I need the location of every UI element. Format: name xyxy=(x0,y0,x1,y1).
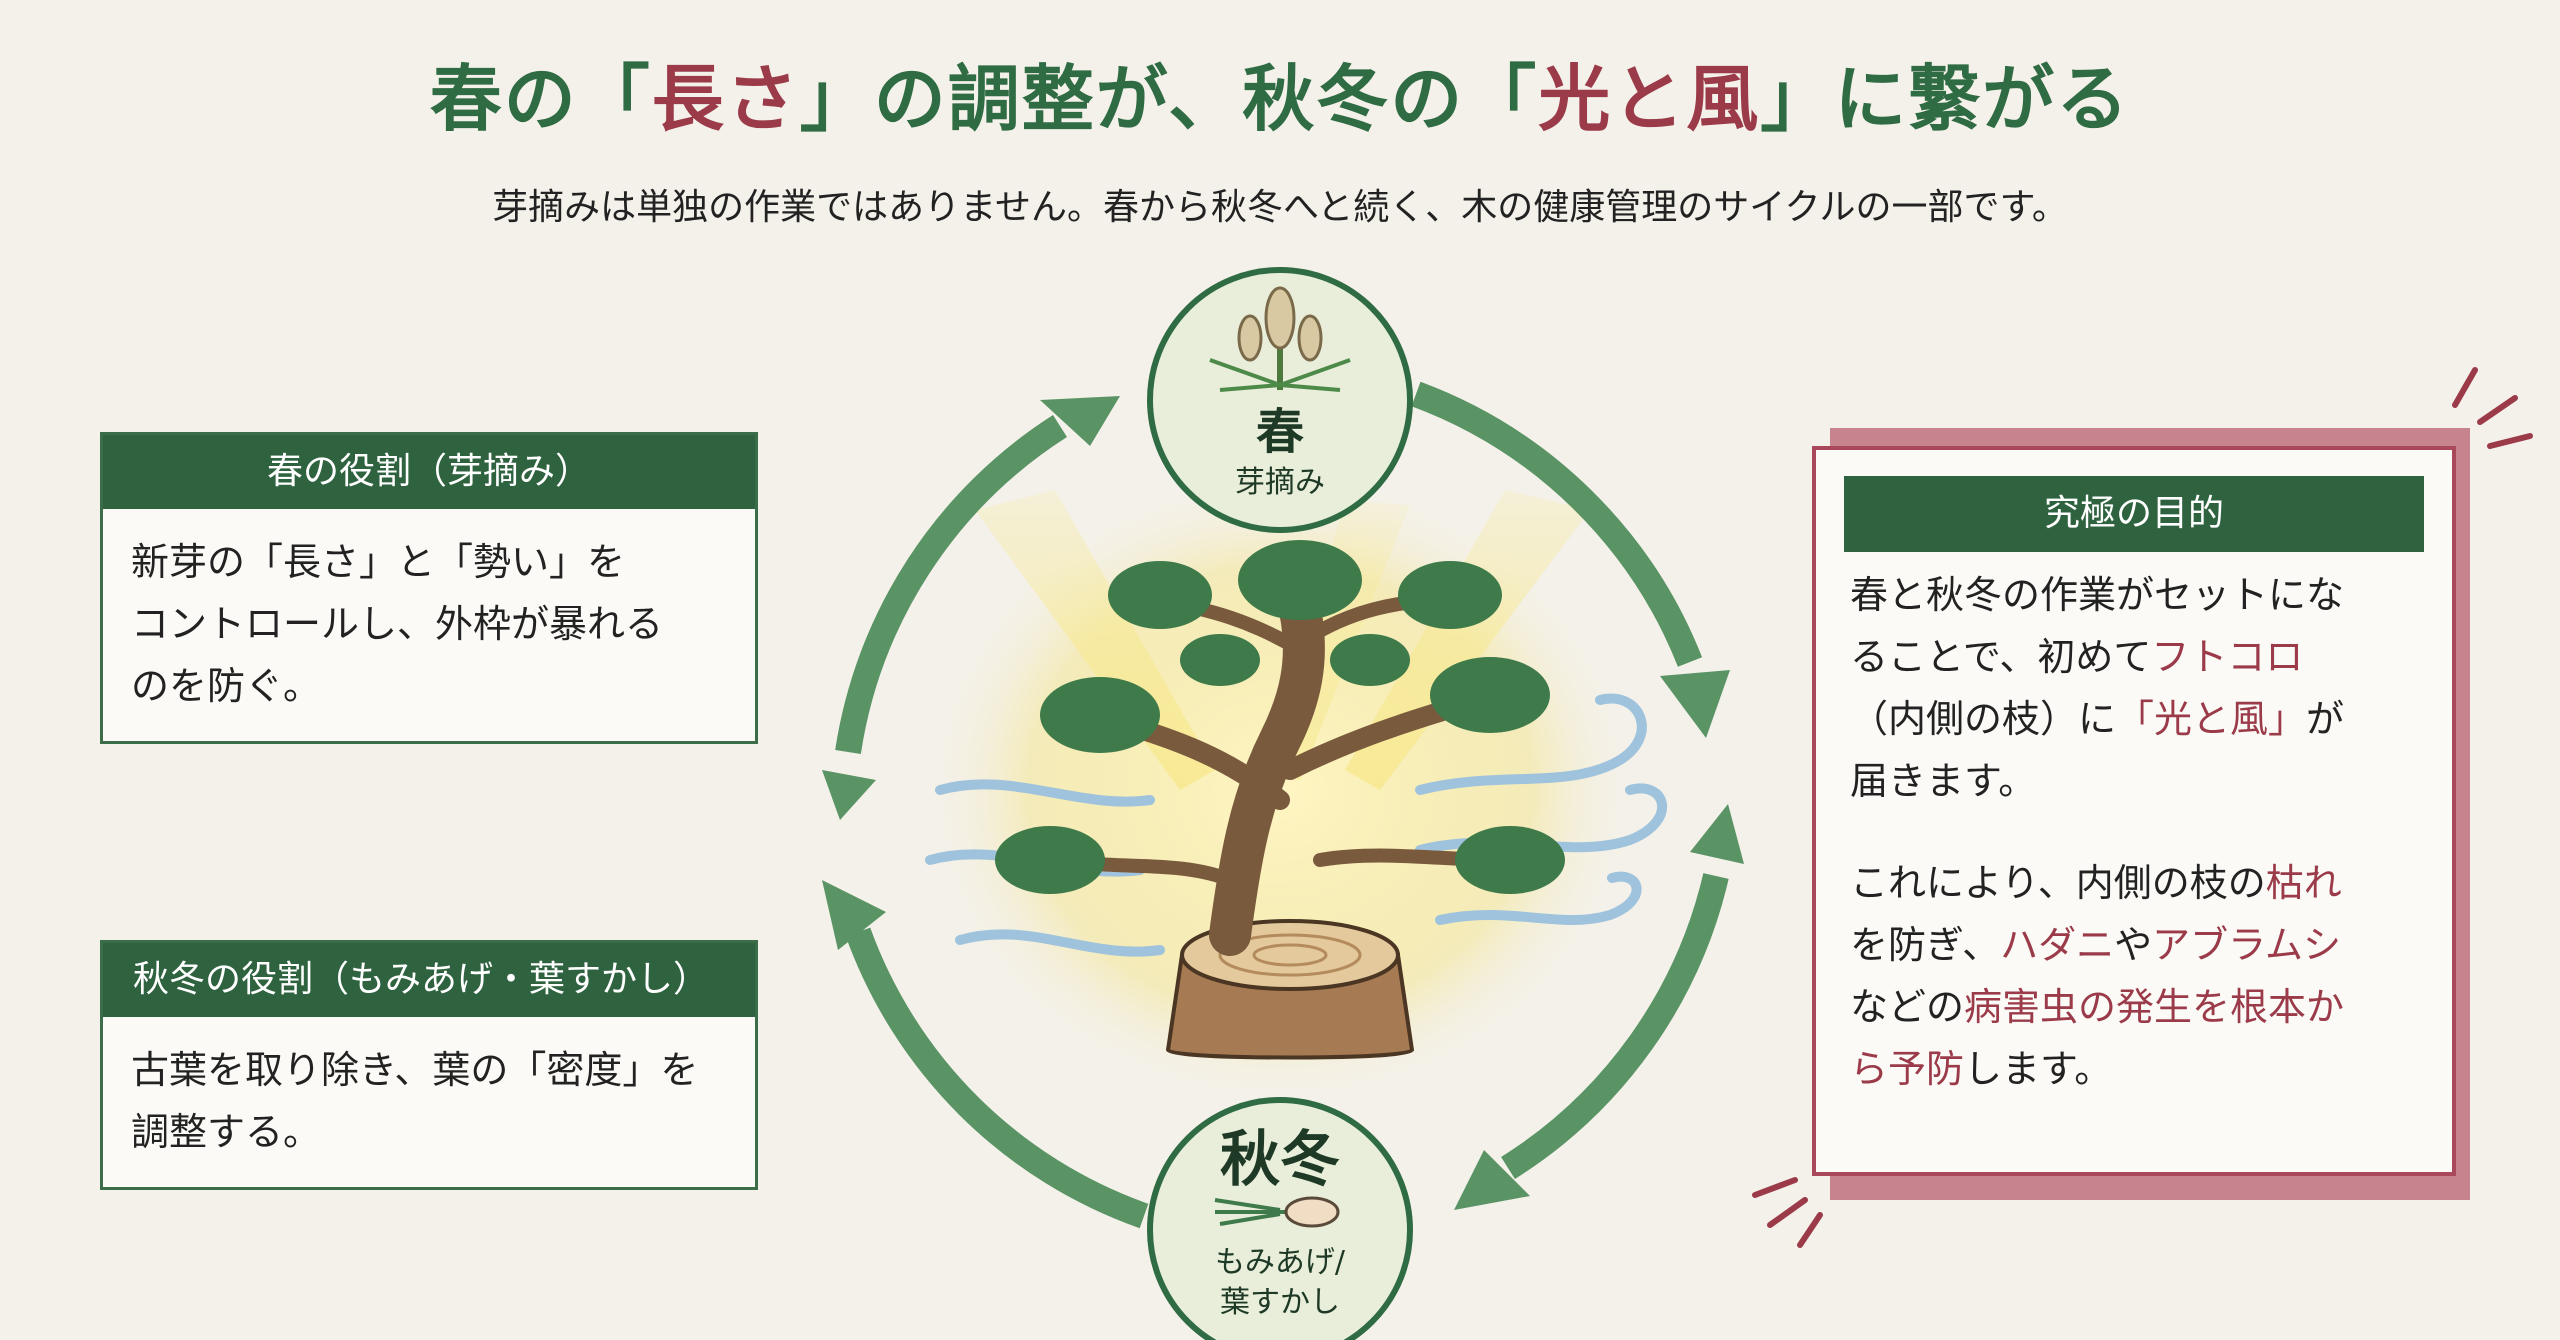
goal-text: 春と秋冬の作業がセットにな ることで、初めてフトコロ （内側の枝）に「光と風」が… xyxy=(1816,552,2452,1112)
spring-task-label: 芽摘み xyxy=(1235,465,1325,500)
goal-highlight-pests: 病害虫の発生を根本か xyxy=(1964,985,2345,1029)
goal-text-span: 春と秋冬の作業がセットにな xyxy=(1850,573,2345,617)
goal-text-span: を防ぎ、 xyxy=(1850,923,2001,967)
goal-highlight-aphids: アブラムシ xyxy=(2152,923,2342,967)
goal-title: 究極の目的 xyxy=(1844,476,2424,552)
page-title: 春の「長さ」の調整が、秋冬の「光と風」に繋がる xyxy=(0,40,2560,145)
goal-text-span: などの xyxy=(1850,985,1965,1029)
goal-line: ることで、初めてフトコロ xyxy=(1850,626,2418,688)
arrow-right-to-autumn xyxy=(1501,873,1729,1180)
emphasis-burst-top xyxy=(2452,367,2533,449)
arrowhead-bottom xyxy=(1454,1150,1530,1210)
spring-role-text: 新芽の「長さ」と「勢い」を コントロールし、外枠が暴れる のを防ぐ。 xyxy=(103,509,755,739)
spring-role-box: 春の役割（芽摘み） 新芽の「長さ」と「勢い」を コントロールし、外枠が暴れる の… xyxy=(100,432,758,744)
bud-icon xyxy=(1209,286,1351,392)
arrowhead-left-upper xyxy=(822,770,876,820)
goal-text-span: ることで、初めて xyxy=(1850,635,2152,679)
goal-highlight-futokoro: フトコロ xyxy=(2151,635,2304,679)
autumn-role-line: 古葉を取り除き、葉の「密度」を xyxy=(131,1048,699,1092)
title-part: 」に繋がる xyxy=(1760,56,2131,141)
title-highlight-light-wind: 光と風 xyxy=(1538,56,1761,141)
goal-line: 春と秋冬の作業がセットにな xyxy=(1850,564,2418,626)
autumn-role-text: 古葉を取り除き、葉の「密度」を 調整する。 xyxy=(103,1017,755,1185)
goal-line: ら予防します。 xyxy=(1850,1038,2418,1100)
spring-role-title: 春の役割（芽摘み） xyxy=(103,435,755,509)
autumn-node: 秋冬 もみあげ/ 葉すかし xyxy=(1147,1097,1413,1340)
autumn-task-line1: もみあげ/ xyxy=(1215,1245,1346,1280)
goal-text-span: が xyxy=(2306,697,2345,741)
hand-plucking-icon xyxy=(1214,1196,1340,1228)
emphasis-burst-bottom xyxy=(1752,1177,1823,1248)
arrowhead-left-lower xyxy=(822,880,886,950)
goal-paragraph-1: 春と秋冬の作業がセットにな ることで、初めてフトコロ （内側の枝）に「光と風」が… xyxy=(1850,564,2418,812)
goal-highlight-light-wind: 「光と風」 xyxy=(2116,697,2307,741)
goal-line: これにより、内側の枝の枯れ xyxy=(1850,852,2418,914)
goal-highlight-spider-mites: ハダニ xyxy=(2000,923,2115,967)
spring-season-label: 春 xyxy=(1256,404,1304,460)
arrow-spring-to-right xyxy=(1411,381,1703,667)
autumn-season-label: 秋冬 xyxy=(1220,1125,1340,1195)
cycle-arrows xyxy=(835,381,1729,1229)
arrowhead-right-lower xyxy=(1690,804,1744,864)
arrow-autumn-to-left xyxy=(845,927,1149,1229)
spring-role-line: コントロールし、外枠が暴れる xyxy=(131,602,664,646)
goal-line: を防ぎ、ハダニやアブラムシ xyxy=(1850,914,2418,976)
autumn-role-line: 調整する。 xyxy=(131,1110,322,1154)
autumn-role-box: 秋冬の役割（もみあげ・葉すかし） 古葉を取り除き、葉の「密度」を 調整する。 xyxy=(100,940,758,1190)
arrowhead-top xyxy=(1040,396,1120,446)
spring-role-line: のを防ぐ。 xyxy=(131,664,322,708)
goal-text-span: （内側の枝）に xyxy=(1850,697,2117,741)
goal-box: 究極の目的 春と秋冬の作業がセットにな ることで、初めてフトコロ （内側の枝）に… xyxy=(1812,446,2456,1176)
goal-text-span: や xyxy=(2114,923,2153,967)
autumn-role-title: 秋冬の役割（もみあげ・葉すかし） xyxy=(103,943,755,1017)
page-subtitle: 芽摘みは単独の作業ではありません。春から秋冬へと続く、木の健康管理のサイクルの一… xyxy=(492,187,2068,228)
title-highlight-length: 長さ xyxy=(651,56,800,141)
arrow-left-to-spring xyxy=(835,415,1067,754)
goal-paragraph-2: これにより、内側の枝の枯れ を防ぎ、ハダニやアブラムシ などの病害虫の発生を根本… xyxy=(1850,852,2418,1100)
title-part: 春の「 xyxy=(429,56,652,141)
goal-line: などの病害虫の発生を根本か xyxy=(1850,976,2418,1038)
goal-highlight-prevention: ら予防 xyxy=(1850,1047,1965,1091)
goal-text-span: します。 xyxy=(1964,1047,2113,1091)
arrow-heads xyxy=(822,396,1744,1210)
goal-highlight-withering: 枯れ xyxy=(2265,861,2342,905)
spring-role-line: 新芽の「長さ」と「勢い」を xyxy=(131,540,626,584)
goal-line: 届きます。 xyxy=(1850,750,2418,812)
goal-text-span: これにより、内側の枝の xyxy=(1850,861,2266,905)
goal-text-span: 届きます。 xyxy=(1850,759,2037,803)
spring-node: 春 芽摘み xyxy=(1147,267,1413,533)
goal-line: （内側の枝）に「光と風」が xyxy=(1850,688,2418,750)
pine-needle-clusters xyxy=(995,540,1565,894)
arrowhead-right-upper xyxy=(1660,670,1730,738)
title-part: 」の調整が、秋冬の「 xyxy=(799,56,1539,141)
autumn-task-line2: 葉すかし xyxy=(1220,1285,1340,1320)
